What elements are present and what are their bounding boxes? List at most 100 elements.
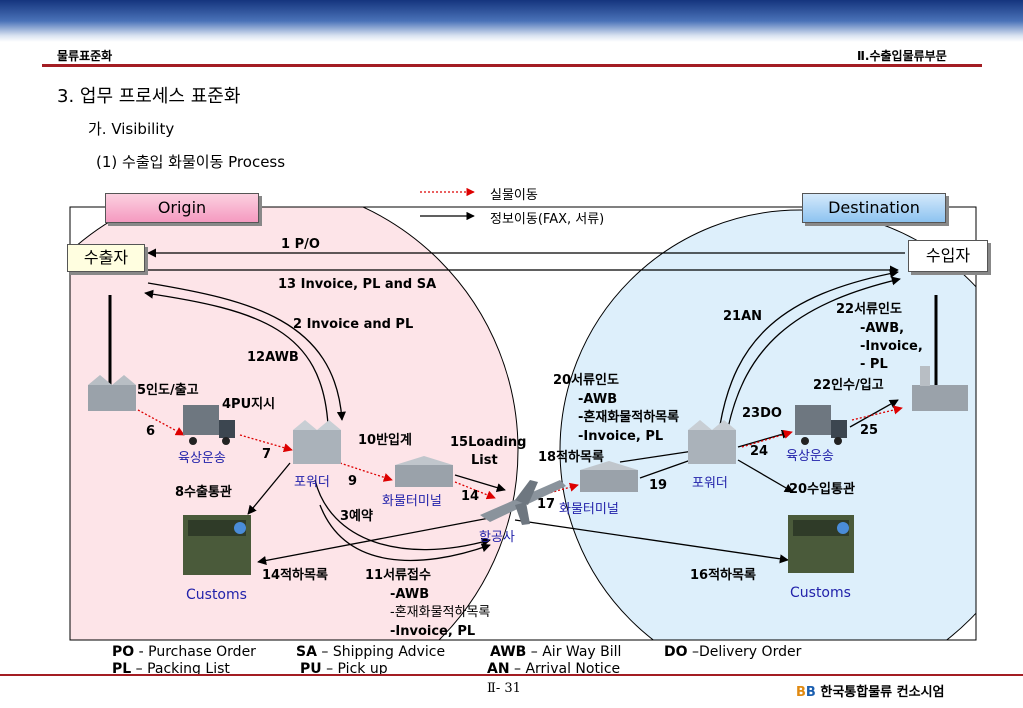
phys-9 <box>339 462 393 482</box>
label-f10: 10반입계 <box>358 433 412 448</box>
flow-22-receive <box>849 399 899 428</box>
label-f6: 6 <box>146 424 156 439</box>
origin-label: Origin <box>105 193 259 223</box>
flow-14-manifest-origin <box>257 515 501 565</box>
forwarder-origin-icon <box>293 420 341 464</box>
terminal-destination-icon <box>580 461 638 492</box>
node-terminal-origin: 화물터미널 <box>382 494 442 509</box>
airplane-icon <box>480 480 566 525</box>
exporter-box: 수출자 <box>67 244 145 272</box>
node-airline: 항공사 <box>479 530 515 545</box>
label-f24: 24 <box>750 444 769 459</box>
label-f15a: 15Loading <box>450 435 527 450</box>
phys-17 <box>534 482 579 498</box>
phys-25 <box>851 405 903 421</box>
label-f14b: 14적하목록 <box>262 568 328 583</box>
flow-15-loading <box>454 474 506 493</box>
page-title: 3. 업무 프로세스 표준화 <box>57 86 241 107</box>
factory-destination-icon <box>912 295 968 411</box>
node-customs-origin: Customs <box>186 587 247 603</box>
phys-6 <box>137 409 185 436</box>
flow-8-export-customs <box>247 462 291 515</box>
flow-12-awb <box>144 289 329 426</box>
label-f2: 2 Invoice and PL <box>293 317 414 332</box>
legend-info-label: 정보이동(FAX, 서류) <box>490 212 605 227</box>
phys-24 <box>741 429 793 448</box>
flow-20-import-customs <box>737 459 794 493</box>
header-right: Ⅱ.수출입물류부문 <box>857 49 947 63</box>
legend-pu: PU – Pick up <box>300 661 388 677</box>
label-f19: 19 <box>649 478 668 493</box>
label-f23: 23DO <box>742 406 782 421</box>
label-f21: 21AN <box>723 309 763 324</box>
header-divider <box>42 64 982 67</box>
top-banner <box>0 0 1023 42</box>
label-f4: 4PU지시 <box>222 397 276 412</box>
node-truck-origin: 육상운송 <box>178 451 226 466</box>
brand-logo-icon: B <box>796 685 806 700</box>
diagram-frame <box>69 206 977 641</box>
label-f20: 20서류인도 <box>553 373 619 388</box>
brand-footer: BB 한국통합물류 컨소시엄 <box>796 685 945 700</box>
flow-20-docs <box>619 446 701 463</box>
label-f22a2: -Invoice, <box>860 339 923 354</box>
destination-region <box>559 209 976 640</box>
label-f22a3: - PL <box>860 357 888 372</box>
label-f22a: 22서류인도 <box>836 302 902 317</box>
importer-box: 수입자 <box>908 240 988 272</box>
label-f1: 1 P/O <box>281 237 320 252</box>
footer-divider <box>0 674 1023 676</box>
node-customs-dest: Customs <box>790 585 851 601</box>
label-f20b: -혼재화물적하목록 <box>578 410 680 425</box>
label-f20a: -AWB <box>578 392 618 407</box>
legend-pl: PL – Packing List <box>112 661 230 677</box>
phys-14 <box>454 481 496 500</box>
flow-3-booking <box>314 479 491 551</box>
phys-7 <box>239 434 293 453</box>
label-f17: 17 <box>537 497 556 512</box>
truck-destination-icon <box>795 405 847 445</box>
label-f11c: -Invoice, PL <box>390 624 476 639</box>
label-f15b: List <box>471 453 498 468</box>
label-f7: 7 <box>262 447 272 462</box>
label-f16: 16적하목록 <box>690 568 756 583</box>
flow-2-invoice <box>147 282 346 421</box>
label-f8: 8수출통관 <box>175 485 232 500</box>
node-forwarder-origin: 포워더 <box>294 475 330 490</box>
flow-11-docs <box>319 504 491 562</box>
factory-origin-icon <box>88 295 136 411</box>
node-terminal-dest: 화물터미널 <box>559 502 619 517</box>
label-f18: 18적하목록 <box>538 450 604 465</box>
page-number: Ⅱ- 31 <box>487 681 521 696</box>
terminal-origin-icon <box>395 456 453 487</box>
subsection-title: (1) 수출입 화물이동 Process <box>96 153 286 171</box>
label-f3: 3예약 <box>340 509 373 524</box>
legend-po: PO - Purchase Order <box>112 644 256 660</box>
flow-21-an <box>719 269 899 426</box>
flow-23-do <box>737 429 791 448</box>
label-f13: 13 Invoice, PL and SA <box>278 277 437 292</box>
legend-do: DO –Delivery Order <box>664 644 802 660</box>
label-f14a: 14 <box>461 489 480 504</box>
header-left: 물류표준화 <box>57 49 113 63</box>
legend-awb: AWB – Air Way Bill <box>490 644 622 660</box>
label-f20b2: 20수입통관 <box>789 482 855 497</box>
flow-22-docs <box>727 276 901 429</box>
label-f11a: -AWB <box>390 587 430 602</box>
legend-sa: SA – Shipping Advice <box>296 644 446 660</box>
label-f22b: 22인수/입고 <box>813 378 884 393</box>
label-f11: 11서류접수 <box>365 568 431 583</box>
brand-name: 한국통합물류 컨소시엄 <box>820 685 945 700</box>
origin-region <box>70 207 519 640</box>
section-title: 가. Visibility <box>88 120 175 138</box>
label-f22a1: -AWB, <box>860 321 905 336</box>
label-f20c: -Invoice, PL <box>578 429 664 444</box>
customs-destination-icon <box>788 515 854 573</box>
label-f12: 12AWB <box>247 350 299 365</box>
label-f5: 5인도/출고 <box>137 383 199 398</box>
destination-label: Destination <box>802 193 946 223</box>
legend-physical-label: 실물이동 <box>490 188 538 203</box>
forwarder-destination-icon <box>688 420 736 464</box>
flow-16-manifest-dest <box>514 519 789 564</box>
